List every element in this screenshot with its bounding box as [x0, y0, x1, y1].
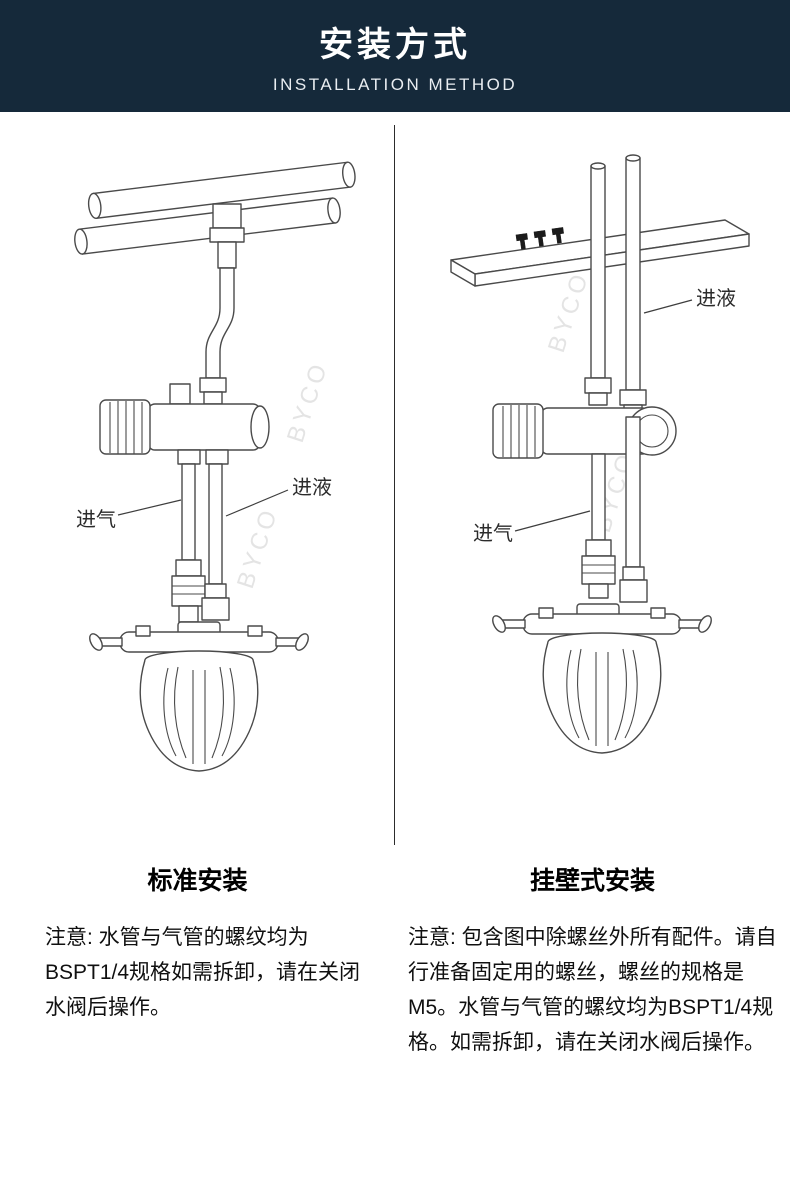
standard-install-diagram: BYCO BYCO	[74, 161, 356, 772]
standard-install-heading: 标准安装	[147, 867, 248, 895]
air-quick-connector	[171, 559, 206, 623]
air-inlet-label: 进气	[473, 522, 513, 545]
standard-install-column: BYCO BYCO	[0, 112, 395, 1060]
spray-head	[89, 621, 309, 653]
wall-mount-note: 注意: 包含图中除螺丝外所有配件。请自行准备固定用的螺丝，螺丝的规格是M5。水管…	[408, 926, 777, 1054]
pipe-tee-connector	[209, 203, 245, 269]
content-area: BYCO BYCO	[0, 112, 790, 1060]
spray-head	[492, 603, 712, 635]
column-divider	[394, 125, 395, 845]
svg-text:BYCO: BYCO	[282, 358, 334, 446]
watermark-text: BYCO BYCO	[232, 358, 334, 592]
mounting-screws	[515, 227, 564, 250]
regulator-valve	[99, 399, 270, 465]
svg-text:BYCO: BYCO	[232, 504, 284, 592]
svg-text:BYCO: BYCO	[543, 268, 595, 356]
bent-feed-pipe	[205, 267, 235, 379]
header-banner: 安装方式 INSTALLATION METHOD	[0, 0, 790, 112]
liquid-quick-connector	[201, 583, 230, 621]
liquid-inlet-label: 进液	[696, 287, 736, 310]
standard-install-note: 注意: 水管与气管的螺纹均为BSPT1/4规格如需拆卸，请在关闭水阀后操作。	[45, 926, 361, 1019]
regulator-valve	[492, 403, 677, 459]
air-inlet-label: 进气	[76, 508, 116, 531]
down-tubes	[591, 416, 641, 568]
horizontal-supply-pipes	[74, 161, 356, 255]
supply-tubes	[590, 154, 641, 391]
diagram-callouts: 进液 进气	[473, 287, 736, 545]
valve-knob	[492, 403, 544, 459]
spray-bowl	[139, 650, 259, 772]
wall-mount-heading: 挂壁式安装	[529, 867, 655, 895]
page-subtitle: INSTALLATION METHOD	[272, 75, 518, 94]
spray-bowl	[542, 632, 662, 754]
liquid-quick-connector	[619, 566, 648, 603]
valve-inlet-fittings	[169, 377, 227, 405]
diagram-callouts: 进气 进液	[76, 476, 332, 531]
liquid-inlet-label: 进液	[292, 476, 332, 499]
wall-mount-diagram: BYCO BYCO BYCO	[450, 154, 750, 754]
page-title: 安装方式	[319, 26, 471, 64]
wall-mount-column: BYCO BYCO BYCO	[395, 112, 790, 1060]
air-quick-connector	[581, 539, 616, 599]
valve-knob	[99, 399, 151, 455]
